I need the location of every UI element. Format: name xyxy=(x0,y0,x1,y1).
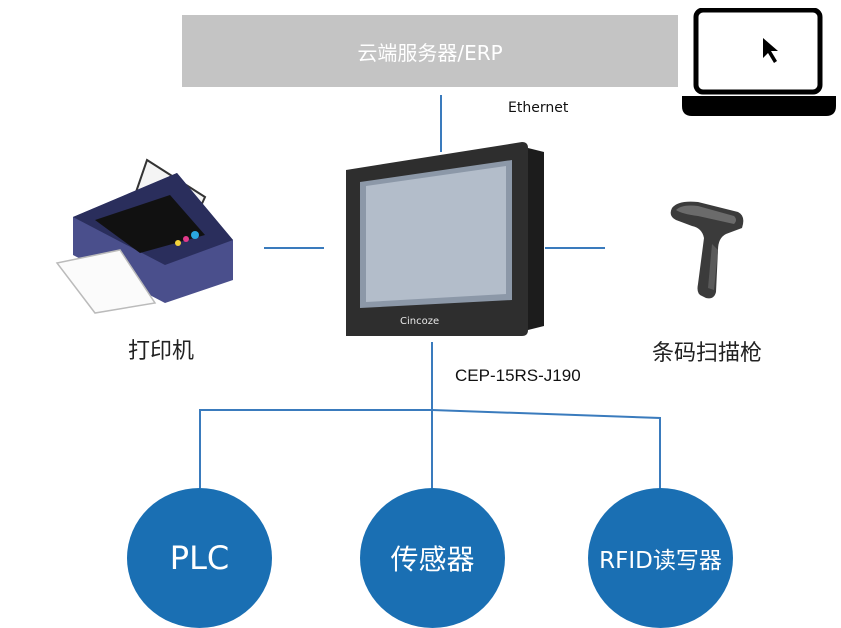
printer-label: 打印机 xyxy=(128,339,195,364)
ethernet-label: Ethernet xyxy=(508,100,569,116)
barcode-scanner-icon xyxy=(670,201,744,299)
node-sensor: 传感器 xyxy=(360,488,505,628)
bus-branches xyxy=(199,409,661,490)
scanner-label: 条码扫描枪 xyxy=(652,341,763,366)
printer-icon xyxy=(55,158,233,314)
laptop-icon xyxy=(682,8,836,116)
node-plc: PLC xyxy=(127,488,272,628)
node-rfid-label: RFID读写器 xyxy=(599,548,722,574)
node-plc-label: PLC xyxy=(169,539,230,577)
panel-pc-frame xyxy=(346,142,544,336)
cloud-server-box: 云端服务器/ERP xyxy=(182,15,678,87)
panel-model-label: CEP-15RS-J190 xyxy=(455,366,581,385)
node-rfid: RFID读写器 xyxy=(588,488,733,628)
panel-brand-logo: Cincoze xyxy=(400,316,440,327)
node-sensor-label: 传感器 xyxy=(390,543,475,576)
cloud-server-label: 云端服务器/ERP xyxy=(357,40,503,65)
panel-pc: Cincoze xyxy=(344,140,552,338)
